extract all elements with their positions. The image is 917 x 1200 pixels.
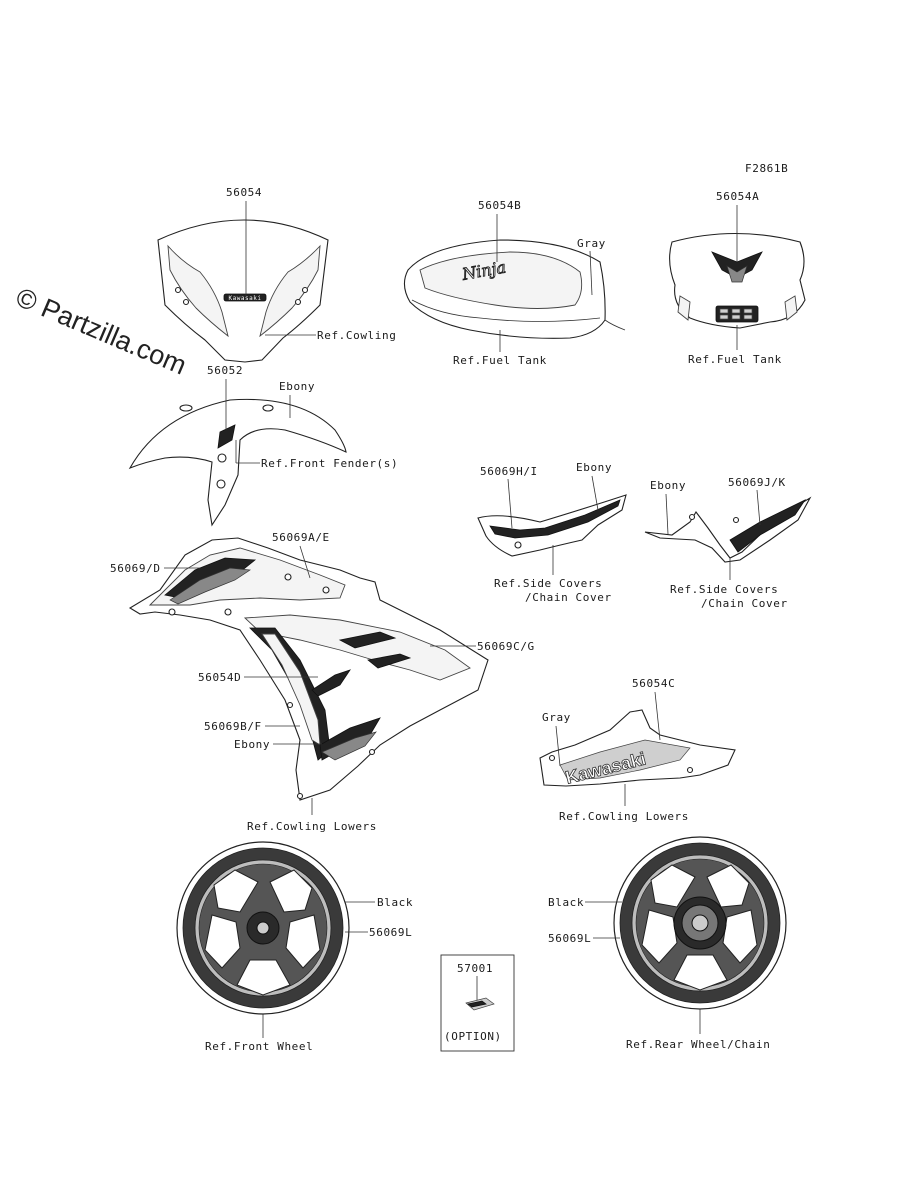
windshield-decal-56054[interactable]: Kawasaki	[157, 219, 329, 363]
label-gray-tank: Gray	[577, 237, 606, 250]
label-ref-fuel-tank-2: Ref.Fuel Tank	[688, 353, 782, 366]
label-ebony-lower: Ebony	[234, 738, 270, 751]
label-56069HI: 56069H/I	[480, 465, 538, 478]
main-fairing-decals[interactable]	[128, 537, 489, 801]
label-black-rear: Black	[548, 896, 584, 909]
label-56069JK: 56069J/K	[728, 476, 786, 489]
label-57001: 57001	[457, 962, 493, 975]
fuel-tank-decal-56054B[interactable]: Ninja	[403, 239, 626, 339]
label-56054B: 56054B	[478, 199, 521, 212]
tank-top-decal-56054A[interactable]	[669, 232, 806, 329]
label-ref-cowling-lowers-1: Ref.Cowling Lowers	[247, 820, 377, 833]
option-box-57001[interactable]	[440, 954, 515, 1052]
label-56054A: 56054A	[716, 190, 759, 203]
label-black-front: Black	[377, 896, 413, 909]
label-56069L-front: 56069L	[369, 926, 412, 939]
label-ref-front-wheel: Ref.Front Wheel	[205, 1040, 313, 1053]
label-ref-fuel-tank-1: Ref.Fuel Tank	[453, 354, 547, 367]
label-ebony-side1: Ebony	[576, 461, 612, 474]
label-option: (OPTION)	[444, 1030, 502, 1043]
label-ref-cowling-lowers-2: Ref.Cowling Lowers	[559, 810, 689, 823]
label-56069AE: 56069A/E	[272, 531, 330, 544]
front-fender-decal-56052[interactable]	[128, 398, 347, 527]
figure-code: F2861B	[745, 162, 788, 175]
label-ebony-fender: Ebony	[279, 380, 315, 393]
label-ref-side-covers-2b: /Chain Cover	[701, 597, 788, 610]
label-56052: 56052	[207, 364, 243, 377]
label-56054: 56054	[226, 186, 262, 199]
label-ref-side-covers-1b: /Chain Cover	[525, 591, 612, 604]
label-ref-cowling: Ref.Cowling	[317, 329, 396, 342]
rear-wheel-decal-56069L[interactable]	[613, 836, 787, 1010]
windshield-kawasaki-logo: Kawasaki	[229, 295, 262, 302]
front-wheel-decal-56069L[interactable]	[176, 841, 350, 1015]
label-ref-rear-wheel: Ref.Rear Wheel/Chain	[626, 1038, 770, 1051]
label-ref-front-fender: Ref.Front Fender(s)	[261, 457, 398, 470]
label-56054C: 56054C	[632, 677, 675, 690]
label-ref-side-covers-1a: Ref.Side Covers	[494, 577, 602, 590]
label-56069D: 56069/D	[110, 562, 161, 575]
label-ebony-side2: Ebony	[650, 479, 686, 492]
label-56069BF: 56069B/F	[204, 720, 262, 733]
cowling-lower-decal-56054C[interactable]: Kawasaki	[539, 709, 736, 788]
label-gray-lower: Gray	[542, 711, 571, 724]
side-cover-decal-56069JK[interactable]	[644, 496, 812, 563]
label-ref-side-covers-2a: Ref.Side Covers	[670, 583, 778, 596]
label-56054D: 56054D	[198, 671, 241, 684]
label-56069L-rear: 56069L	[548, 932, 591, 945]
label-56069CG: 56069C/G	[477, 640, 535, 653]
side-cover-decal-56069HI[interactable]	[477, 494, 627, 557]
